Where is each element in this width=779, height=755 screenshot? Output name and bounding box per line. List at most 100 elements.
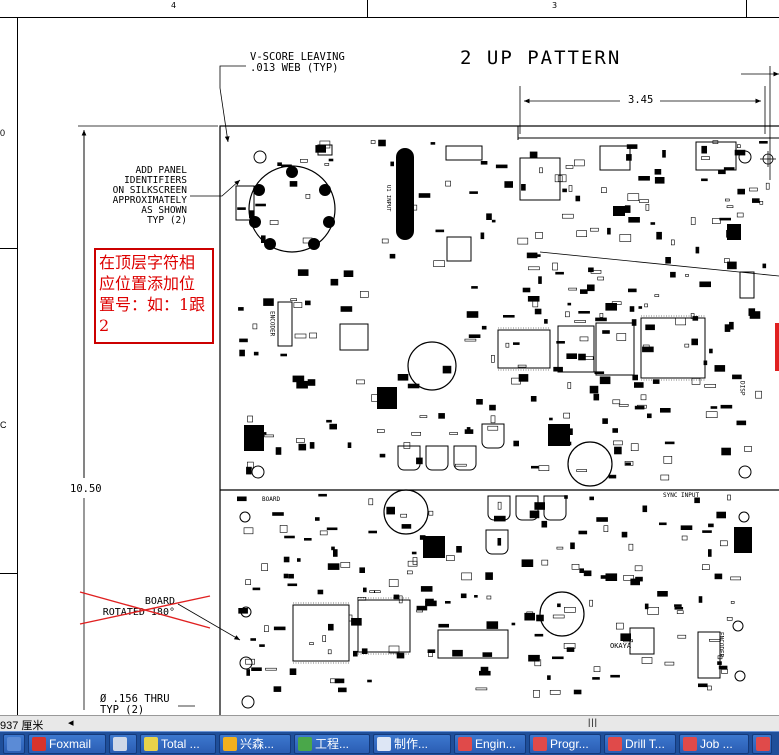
- smd-pad: [579, 568, 585, 574]
- smd-pad: [613, 440, 623, 446]
- smd-pad: [309, 642, 314, 645]
- smd-pad: [534, 659, 542, 667]
- smd-pad: [557, 603, 561, 608]
- smd-pad: [433, 260, 445, 268]
- smd-pad: [438, 623, 450, 628]
- smd-pad: [272, 512, 284, 516]
- smd-pad: [331, 546, 335, 551]
- taskbar-button-label: 工程...: [315, 737, 350, 751]
- identifier-leader: [190, 179, 241, 197]
- smd-pad: [704, 384, 717, 388]
- smd-pad: [376, 429, 385, 433]
- taskbar-button-label: ne...: [24, 737, 25, 751]
- smd-pad: [416, 605, 428, 611]
- taskbar-button[interactable]: Progr...: [529, 733, 601, 754]
- smd-pad: [632, 374, 639, 381]
- smd-pad: [570, 542, 575, 550]
- smd-pad: [730, 601, 735, 604]
- smd-pad: [388, 579, 399, 587]
- smd-pad: [547, 675, 551, 680]
- smd-pad: [685, 274, 689, 277]
- smd-pad: [253, 351, 259, 356]
- taskbar-button[interactable]: 制作...: [373, 733, 451, 754]
- smd-pad: [314, 517, 320, 521]
- taskbar-button[interactable]: [752, 733, 772, 754]
- smd-pad: [486, 595, 492, 600]
- smd-pad: [701, 178, 708, 182]
- smd-pad: [428, 510, 434, 516]
- smd-pad: [393, 594, 400, 600]
- smd-pad: [252, 323, 258, 330]
- smd-pad: [303, 537, 312, 541]
- resize-grip-icon[interactable]: |||: [588, 717, 599, 727]
- smd-pad: [419, 415, 428, 418]
- smd-pad: [627, 193, 640, 201]
- ruler-divider: [746, 0, 747, 17]
- taskbar-button-label: Drill T...: [625, 736, 665, 751]
- smd-pad: [486, 213, 492, 220]
- smd-pad: [255, 203, 266, 207]
- taskbar-button[interactable]: Total ...: [140, 733, 216, 754]
- smd-pad: [596, 517, 608, 522]
- smd-pad: [714, 365, 726, 372]
- smd-pad: [524, 612, 536, 621]
- smd-pad: [730, 576, 741, 581]
- smd-pad: [645, 324, 655, 331]
- taskbar-button[interactable]: Foxmail: [28, 733, 106, 754]
- smd-pad: [727, 494, 731, 501]
- smd-pad: [628, 543, 634, 551]
- taskbar-button[interactable]: 工程...: [294, 733, 370, 754]
- smd-pad: [691, 338, 699, 346]
- pcb-panel-drawing: [78, 65, 779, 715]
- taskbar-button-label: Job ...: [700, 736, 733, 751]
- taskbar-button[interactable]: Job ...: [679, 733, 749, 754]
- windows-taskbar: ne...Foxmail Total ... 兴森... 工程... 制作...Engi…: [0, 731, 779, 755]
- smd-pad: [352, 650, 358, 657]
- smd-pad: [456, 545, 462, 553]
- smd-pad: [265, 667, 277, 671]
- scroll-left-arrow-icon[interactable]: ◂: [68, 717, 74, 729]
- smd-pad: [623, 575, 634, 581]
- smd-pad: [723, 167, 735, 170]
- smd-pad: [292, 375, 305, 383]
- smd-pad: [620, 633, 632, 642]
- smd-pad: [296, 380, 308, 389]
- taskbar-button[interactable]: [109, 733, 137, 754]
- taskbar-button-label: Total ...: [161, 736, 200, 751]
- smd-pad: [736, 212, 744, 218]
- smd-pad: [697, 683, 708, 688]
- taskbar-button[interactable]: 兴森...: [219, 733, 291, 754]
- smd-pad: [720, 404, 733, 409]
- smd-pad: [527, 295, 540, 302]
- smd-pad: [490, 415, 496, 424]
- smd-pad: [307, 379, 316, 386]
- smd-pad: [694, 497, 700, 504]
- silk-label: OKAYA: [610, 642, 632, 650]
- smd-pad: [328, 158, 334, 162]
- smd-pad: [594, 371, 605, 375]
- program-icon: [533, 736, 547, 751]
- smd-pad: [526, 611, 534, 620]
- smd-pad: [250, 638, 256, 641]
- smd-pad: [664, 441, 675, 445]
- smd-pad: [737, 188, 746, 195]
- smd-pad: [593, 666, 601, 673]
- smd-pad: [390, 161, 395, 167]
- smd-pad: [709, 348, 713, 354]
- taskbar-button[interactable]: Engin...: [454, 733, 526, 754]
- smd-pad: [627, 288, 637, 293]
- status-bar: 937 厘米 ◂ |||: [0, 715, 779, 732]
- smd-pad: [638, 176, 650, 181]
- smd-pad: [474, 594, 478, 598]
- smd-pad: [565, 165, 574, 169]
- smd-pad: [614, 446, 622, 455]
- job-icon: [683, 736, 697, 751]
- taskbar-button[interactable]: Drill T...: [604, 733, 676, 754]
- smd-pad: [759, 201, 764, 205]
- smd-pad: [368, 530, 378, 534]
- smd-pad: [528, 266, 540, 271]
- taskbar-button[interactable]: ne...: [3, 733, 25, 754]
- cad-viewer-canvas[interactable]: 4 3 0 C 2 UP PATTERN V-SCORE LEAVING .01…: [0, 0, 779, 715]
- smd-pad: [251, 667, 262, 672]
- smd-pad: [495, 164, 508, 169]
